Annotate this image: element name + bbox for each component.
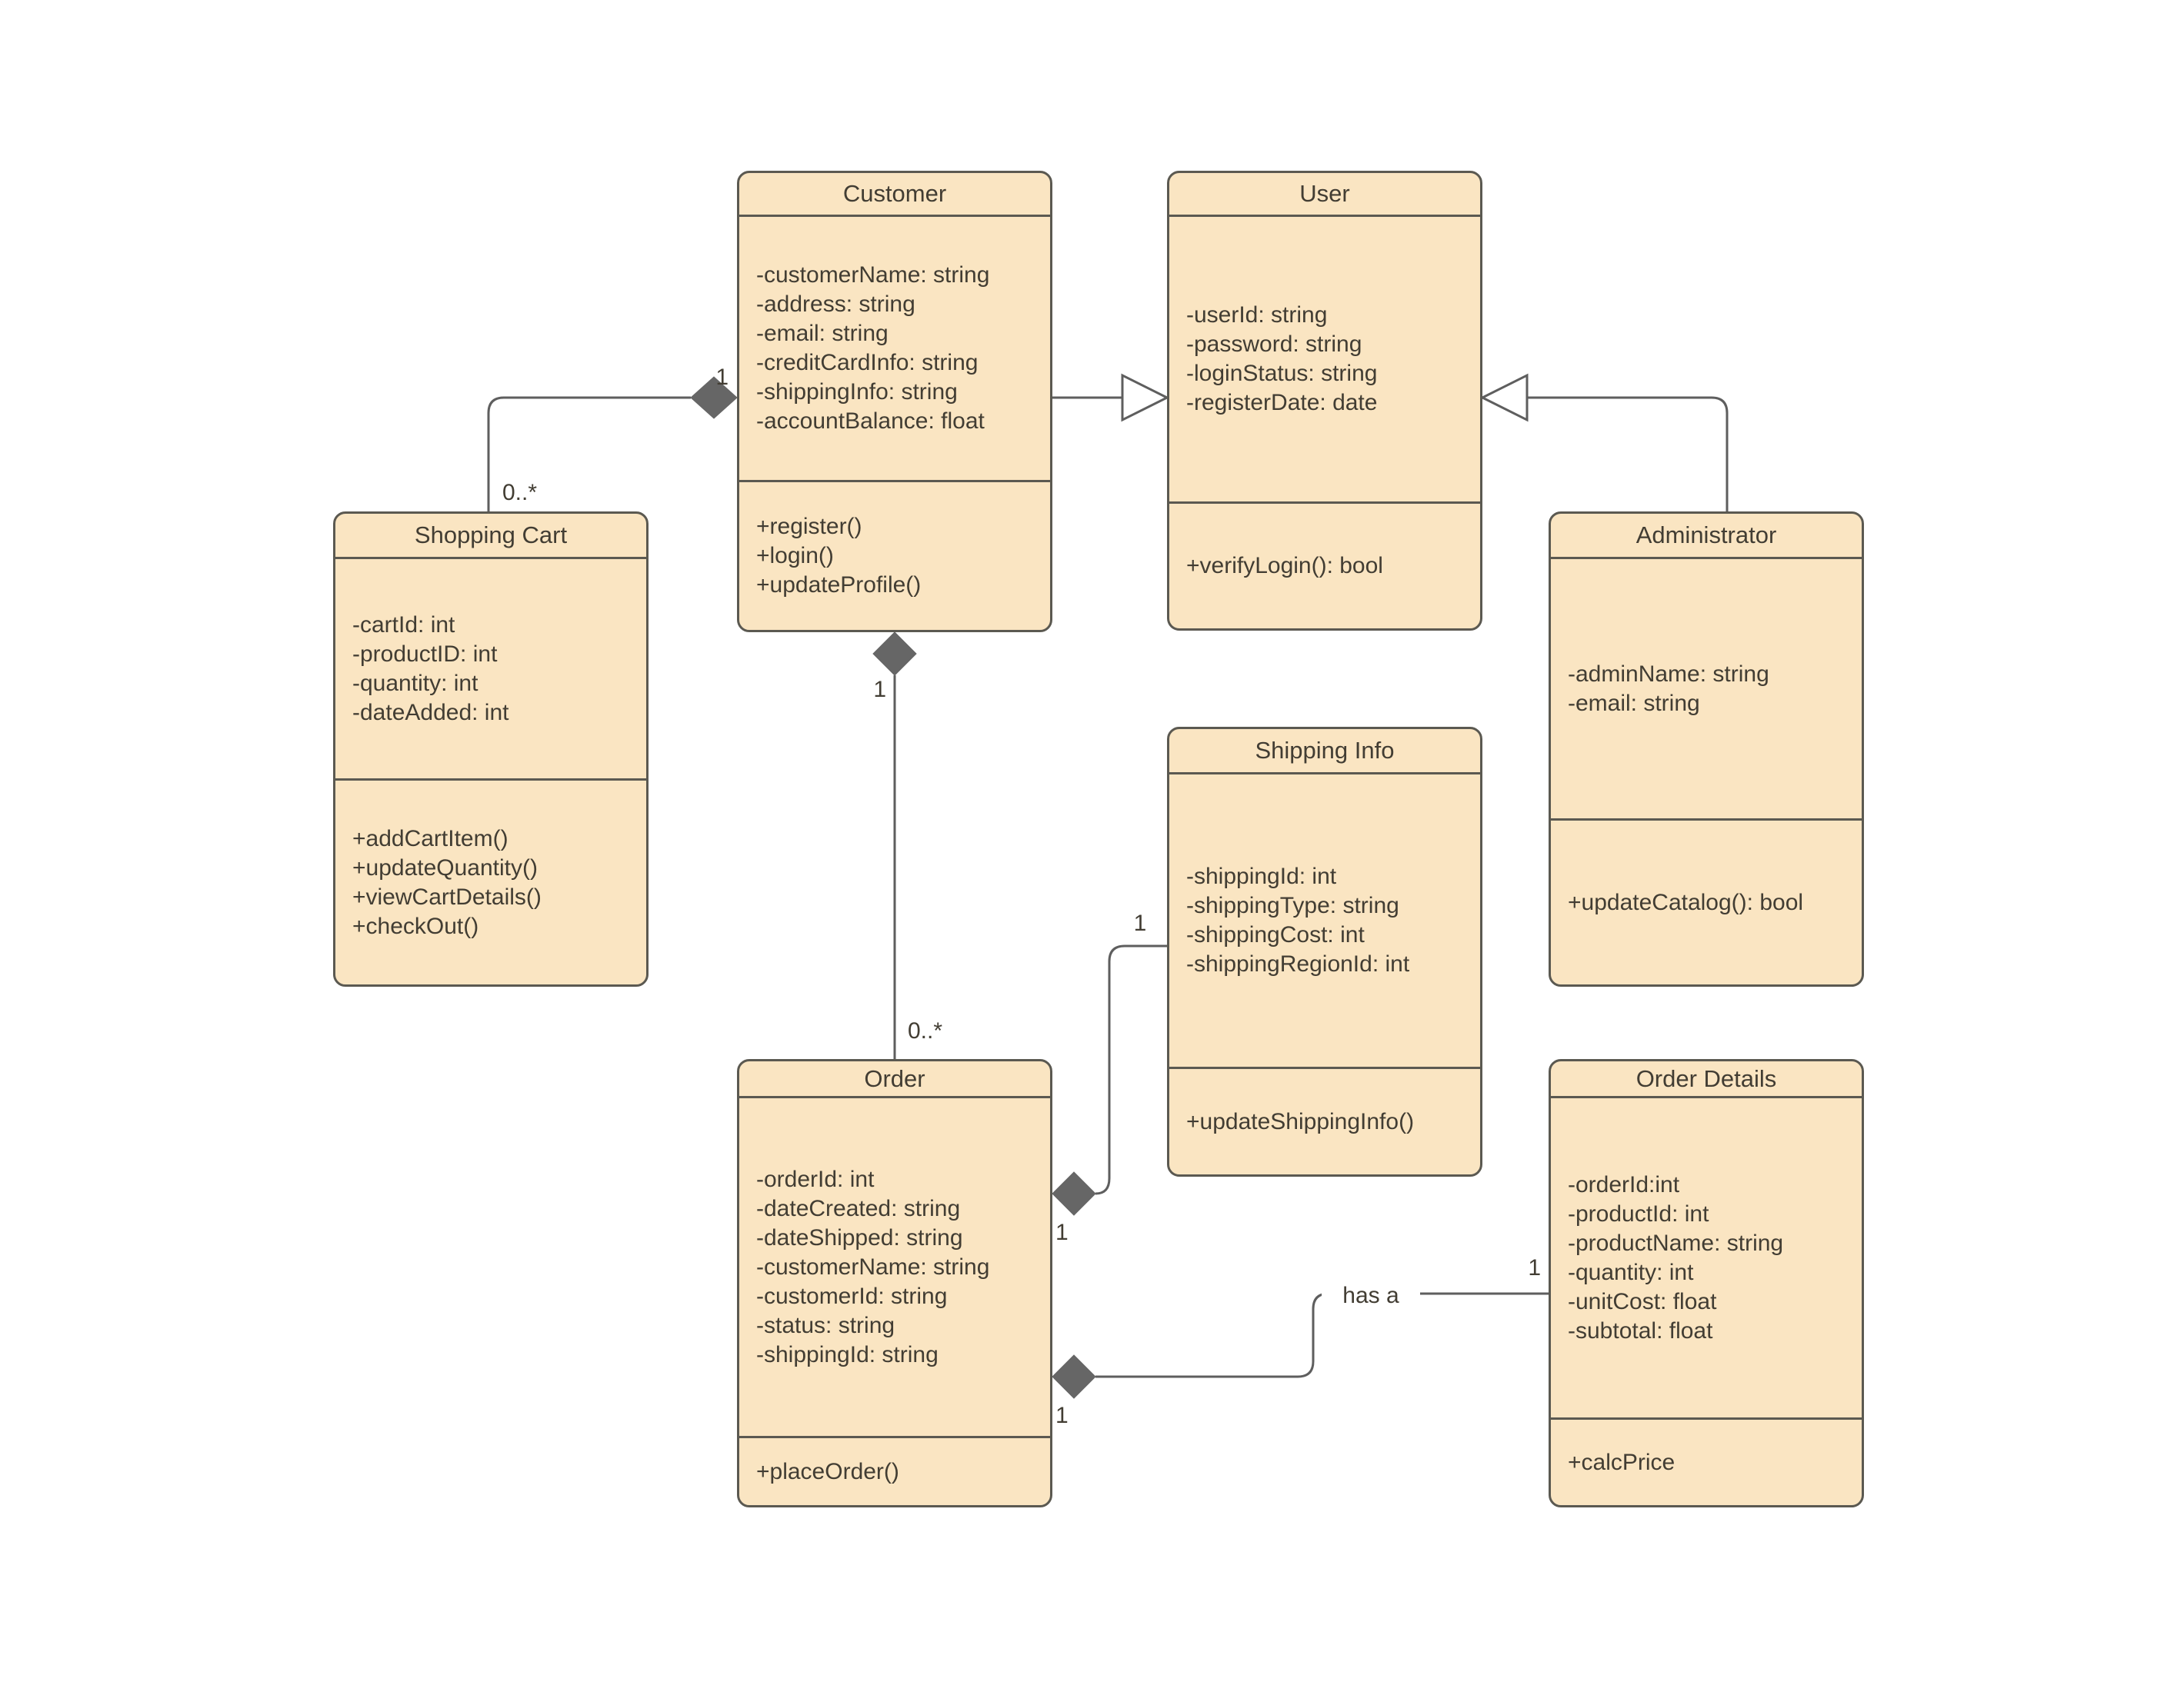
attribute: -dateAdded: int	[352, 699, 509, 725]
generalization-arrow-icon	[1121, 373, 1170, 422]
method: +calcPrice	[1568, 1449, 1676, 1475]
connector-line	[1527, 396, 1729, 511]
class-shipping-info[interactable]: Shipping Info -shippingId: int -shipping…	[1167, 727, 1482, 1177]
method: +updateProfile()	[756, 572, 922, 598]
attribute: -customerId: string	[756, 1283, 948, 1309]
attribute: -unitCost: float	[1568, 1288, 1717, 1314]
method: +register()	[756, 514, 862, 539]
method: +updateQuantity()	[352, 854, 538, 881]
attribute: -creditCardInfo: string	[756, 350, 979, 375]
attribute: -orderId:int	[1568, 1171, 1680, 1197]
method: +updateCatalog(): bool	[1568, 889, 1804, 915]
class-customer[interactable]: Customer -customerName: string -address:…	[737, 171, 1052, 632]
multiplicity-label: 1	[1055, 1220, 1069, 1245]
attribute: -email: string	[756, 321, 889, 346]
multiplicity-label: 1	[715, 365, 729, 390]
connector-line	[1095, 944, 1167, 1195]
class-title: Shipping Info	[1169, 729, 1480, 774]
attribute: -registerDate: date	[1186, 390, 1378, 415]
attribute: -shippingRegionId: int	[1186, 951, 1410, 977]
attribute: -shippingType: string	[1186, 893, 1399, 918]
composition-diamond-icon	[872, 631, 917, 676]
attribute: -shippingId: string	[756, 1341, 939, 1367]
composition-diamond-icon	[1052, 1171, 1096, 1216]
method: +login()	[756, 543, 834, 568]
class-title: Shopping Cart	[335, 514, 646, 559]
class-order-details[interactable]: Order Details -orderId:int -productId: i…	[1549, 1059, 1864, 1507]
method: +viewCartDetails()	[352, 884, 542, 910]
attribute: -address: string	[756, 291, 915, 317]
attribute: -quantity: int	[1568, 1259, 1694, 1285]
method: +addCartItem()	[352, 825, 508, 851]
attribute: -subtotal: float	[1568, 1317, 1713, 1344]
multiplicity-label: 1	[873, 677, 886, 702]
attribute: -shippingCost: int	[1186, 922, 1365, 948]
class-title: Administrator	[1551, 514, 1862, 559]
composition-customer-shopping-cart[interactable]: 1 0..*	[487, 365, 738, 511]
attribute: -cartId: int	[352, 611, 455, 638]
composition-customer-order[interactable]: 1 0..*	[872, 631, 942, 1059]
method: +checkOut()	[352, 913, 479, 939]
multiplicity-label: 1	[1528, 1255, 1541, 1281]
class-title: User	[1169, 173, 1480, 217]
generalization-customer-user[interactable]	[1052, 373, 1170, 422]
generalization-arrow-icon	[1479, 373, 1529, 422]
attribute: -password: string	[1186, 331, 1362, 357]
multiplicity-label: 0..*	[502, 480, 537, 505]
attribute: -accountBalance: float	[756, 408, 985, 434]
method: +updateShippingInfo()	[1186, 1108, 1415, 1134]
attribute: -loginStatus: string	[1186, 361, 1378, 386]
class-administrator[interactable]: Administrator -adminName: string -email:…	[1549, 511, 1864, 987]
attribute: -customerName: string	[756, 262, 990, 288]
multiplicity-label: 1	[1134, 911, 1147, 936]
generalization-administrator-user[interactable]	[1479, 373, 1729, 511]
attribute: -orderId: int	[756, 1166, 875, 1192]
association-label: has a	[1342, 1283, 1399, 1308]
attribute: -email: string	[1568, 690, 1700, 716]
class-shopping-cart[interactable]: Shopping Cart -cartId: int -productID: i…	[333, 511, 649, 987]
attribute: -productID: int	[352, 641, 498, 667]
multiplicity-label: 1	[1055, 1403, 1069, 1428]
composition-order-order-details[interactable]: has a 1 1	[1052, 1255, 1549, 1428]
method: +verifyLogin(): bool	[1186, 553, 1383, 578]
attribute: -quantity: int	[352, 670, 478, 696]
attribute: -productId: int	[1568, 1201, 1709, 1227]
class-title: Order Details	[1551, 1061, 1862, 1098]
class-order[interactable]: Order -orderId: int -dateCreated: string…	[737, 1059, 1052, 1507]
attribute: -userId: string	[1186, 302, 1328, 328]
connector-line	[487, 396, 691, 511]
method: +placeOrder()	[756, 1458, 899, 1484]
class-title: Customer	[739, 173, 1050, 217]
attribute: -dateCreated: string	[756, 1195, 961, 1221]
attribute: -shippingId: int	[1186, 864, 1337, 889]
multiplicity-label: 0..*	[908, 1018, 942, 1044]
attribute: -dateShipped: string	[756, 1224, 963, 1251]
attribute: -productName: string	[1568, 1230, 1784, 1256]
attribute: -status: string	[756, 1312, 895, 1338]
class-user[interactable]: User -userId: string -password: string -…	[1167, 171, 1482, 631]
attribute: -shippingInfo: string	[756, 379, 958, 405]
composition-diamond-icon	[690, 376, 738, 419]
association-label-background	[1322, 1275, 1420, 1311]
attribute: -customerName: string	[756, 1254, 990, 1280]
composition-order-shipping-info[interactable]: 1 1	[1052, 911, 1167, 1245]
class-title: Order	[739, 1061, 1050, 1098]
composition-diamond-icon	[1052, 1354, 1096, 1399]
attribute: -adminName: string	[1568, 661, 1769, 687]
